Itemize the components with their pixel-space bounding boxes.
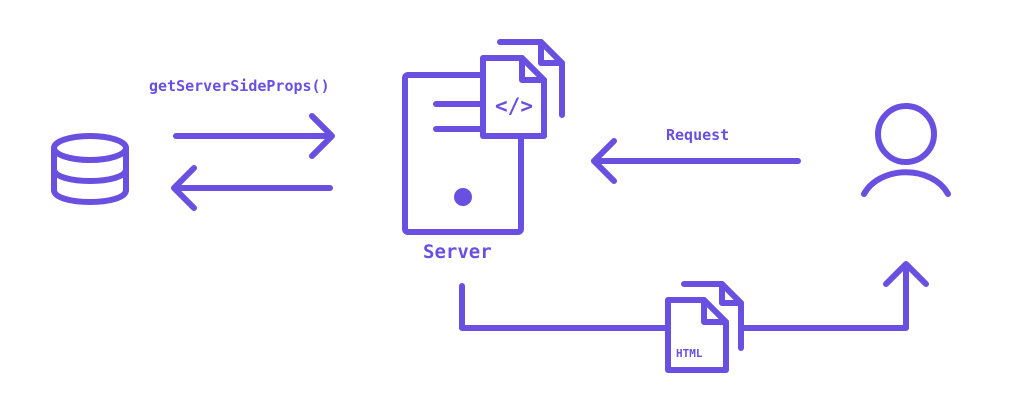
html-label: HTML	[676, 347, 703, 360]
request-label: Request	[666, 126, 730, 144]
code-file-icon	[480, 39, 565, 139]
arrow-request-icon	[591, 138, 801, 184]
code-glyph: </>	[495, 94, 533, 118]
arrow-right-icon	[173, 113, 335, 159]
server-icon	[402, 72, 524, 235]
server-label: Server	[423, 241, 492, 263]
server-status-dot	[454, 188, 472, 206]
database-icon	[51, 133, 129, 205]
user-icon	[861, 103, 951, 197]
fn-call-label: getServerSideProps()	[149, 77, 330, 95]
arrow-left-icon	[171, 165, 333, 211]
html-file-icon	[665, 281, 744, 373]
